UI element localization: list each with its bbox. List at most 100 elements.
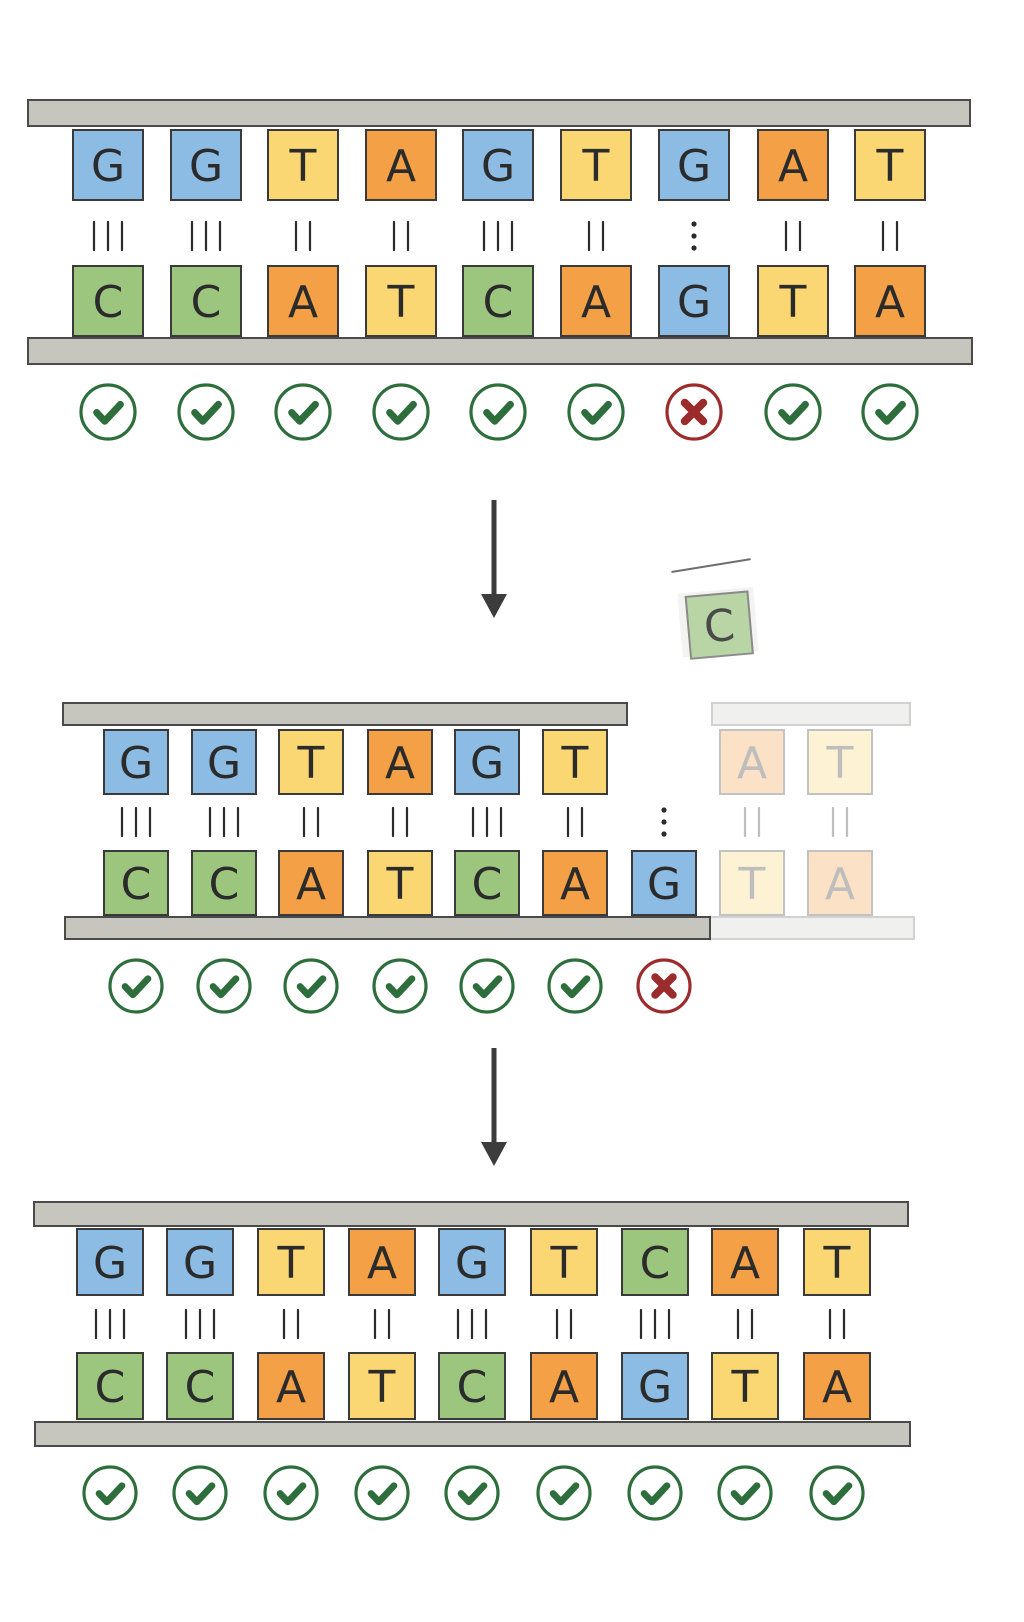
- check-circle-icon-8: [717, 1465, 773, 1521]
- bond-5: [456, 1308, 488, 1340]
- top-base-5-letter: G: [455, 1238, 489, 1289]
- bottom-backbone: [27, 337, 973, 365]
- check-circle-icon-3: [283, 958, 339, 1014]
- check-circle-icon-2: [177, 383, 235, 441]
- top-base-6-box: [560, 129, 632, 201]
- bond-9: [831, 806, 849, 838]
- bottom-base-7-box: [621, 1352, 689, 1420]
- bottom-base-3-box: [267, 265, 339, 337]
- top-base-6-box: [542, 729, 608, 795]
- bottom-base-2-box: [166, 1352, 234, 1420]
- bottom-base-2-box: [170, 265, 242, 337]
- top-base-7-box: [658, 129, 730, 201]
- top-base-1-letter: G: [119, 738, 153, 789]
- top-base-2: G: [166, 1228, 234, 1296]
- bond-9: [881, 220, 899, 252]
- top-base-4-letter: A: [386, 141, 416, 192]
- bottom-base-9-box: [807, 850, 873, 916]
- excised-base-letter: C: [702, 600, 737, 653]
- top-base-3-letter: T: [297, 738, 325, 789]
- check-circle-icon-6: [547, 958, 603, 1014]
- top-base-2: G: [191, 729, 257, 795]
- check-circle-icon-2: [196, 958, 252, 1014]
- bond-1: [94, 1308, 126, 1340]
- top-base-5: G: [462, 129, 534, 201]
- top-base-8-box: [757, 129, 829, 201]
- bottom-base-2-letter: C: [185, 1362, 216, 1413]
- bond-3: [294, 220, 312, 252]
- bottom-base-5-box: [454, 850, 520, 916]
- bottom-base-1: C: [103, 850, 169, 916]
- top-base-2-box: [166, 1228, 234, 1296]
- check-circle-icon-5: [444, 1465, 500, 1521]
- top-base-3-box: [267, 129, 339, 201]
- bond-2: [184, 1308, 216, 1340]
- bottom-base-8-box: [757, 265, 829, 337]
- top-backbone: [27, 99, 971, 127]
- top-base-3-box: [278, 729, 344, 795]
- bottom-base-1-letter: C: [93, 277, 124, 328]
- bottom-base-8-letter: T: [779, 277, 807, 328]
- bottom-base-8-box: [719, 850, 785, 916]
- check-circle-icon-5: [459, 958, 515, 1014]
- bottom-backbone-faded: [709, 916, 915, 940]
- bottom-base-3: A: [257, 1352, 325, 1420]
- x-circle-icon-7: [636, 958, 692, 1014]
- bottom-base-5: C: [438, 1352, 506, 1420]
- bottom-base-9-letter: A: [875, 277, 905, 328]
- bond-7: [639, 1308, 671, 1340]
- top-base-9-box: [854, 129, 926, 201]
- bottom-backbone: [34, 1421, 911, 1447]
- bottom-base-5-letter: C: [483, 277, 514, 328]
- bond-6: [555, 1308, 573, 1340]
- bottom-base-4-letter: T: [386, 859, 414, 910]
- bottom-base-1-box: [72, 265, 144, 337]
- top-base-1-box: [103, 729, 169, 795]
- top-base-5-letter: G: [470, 738, 504, 789]
- top-backbone-excised: [711, 702, 911, 726]
- excised-base: C: [671, 558, 759, 660]
- top-base-8-letter: A: [737, 738, 767, 789]
- top-base-9: T: [803, 1228, 871, 1296]
- top-base-1: G: [72, 129, 144, 201]
- bottom-base-4-letter: T: [368, 1362, 396, 1413]
- check-circle-icon-1: [108, 958, 164, 1014]
- top-base-2-box: [191, 729, 257, 795]
- bond-3: [302, 806, 320, 838]
- check-circle-icon-5: [469, 383, 527, 441]
- bond-4: [391, 806, 409, 838]
- check-circle-icon-3: [263, 1465, 319, 1521]
- top-base-3: T: [257, 1228, 325, 1296]
- check-circle-icon-9: [809, 1465, 865, 1521]
- top-base-4-box: [367, 729, 433, 795]
- top-base-4-box: [365, 129, 437, 201]
- check-circle-icon-6: [567, 383, 625, 441]
- top-base-4-box: [348, 1228, 416, 1296]
- bottom-base-4-box: [367, 850, 433, 916]
- bottom-base-1: C: [72, 265, 144, 337]
- check-circle-icon-1: [82, 1465, 138, 1521]
- bottom-base-4: T: [365, 265, 437, 337]
- top-base-2-letter: G: [189, 141, 223, 192]
- bond-4: [373, 1308, 391, 1340]
- top-base-7: C: [621, 1228, 689, 1296]
- top-base-8: A: [757, 129, 829, 201]
- bottom-base-8: T: [711, 1352, 779, 1420]
- bottom-base-7: G: [621, 1352, 689, 1420]
- bottom-base-5-box: [462, 265, 534, 337]
- bottom-base-6-box: [530, 1352, 598, 1420]
- bond-1: [120, 806, 152, 838]
- top-base-8-letter: A: [730, 1238, 760, 1289]
- check-circle-icon-6: [536, 1465, 592, 1521]
- bottom-base-4: T: [367, 850, 433, 916]
- top-base-6: T: [542, 729, 608, 795]
- bottom-base-9-letter: A: [822, 1362, 852, 1413]
- bottom-base-9: A: [807, 850, 873, 916]
- top-base-9: T: [854, 129, 926, 201]
- bottom-base-8: T: [757, 265, 829, 337]
- check-circle-icon-3: [274, 383, 332, 441]
- top-base-4: A: [365, 129, 437, 201]
- bottom-base-3: A: [278, 850, 344, 916]
- bottom-base-7-letter: G: [647, 859, 681, 910]
